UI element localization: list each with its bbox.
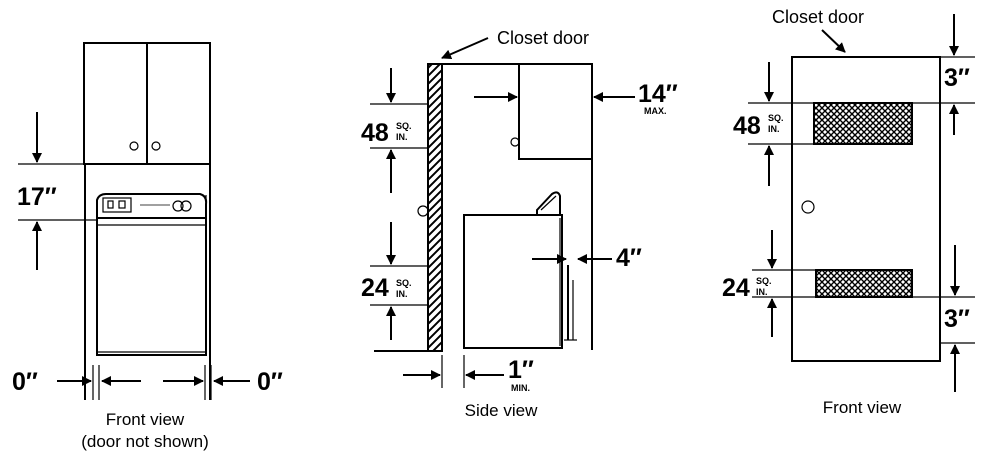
side-door-gap-label: 1″: [508, 356, 534, 384]
side-door-gap-note: MIN.: [511, 383, 530, 393]
front-view-17in-label: 17″: [17, 183, 57, 211]
door-top-margin-label: 3″: [944, 64, 970, 92]
door-vent-top-unit-2: IN.: [768, 124, 780, 134]
side-vent-top-unit-2: IN.: [396, 132, 408, 142]
front-view-caption-line2: (door not shown): [81, 432, 209, 451]
door-vent-top-unit-1: SQ.: [768, 113, 784, 123]
front-view-caption-line1: Front view: [106, 410, 185, 429]
door-vent-bottom-value: 24: [722, 274, 750, 302]
front-view-left-gap-label: 0″: [12, 368, 38, 396]
lower-louver: [815, 269, 913, 298]
door-view-closet-door-label: Closet door: [772, 7, 864, 27]
side-cabinet-depth-label: 14″: [638, 80, 678, 108]
side-vent-top-unit-1: SQ.: [396, 121, 412, 131]
door-knob: [801, 200, 815, 214]
side-view-caption: Side view: [465, 401, 538, 420]
closet-door-panel: [791, 56, 941, 362]
door-bottom-margin-label: 3″: [944, 305, 970, 333]
side-vent-bottom-unit-1: SQ.: [396, 278, 412, 288]
side-vent-bottom-value: 24: [361, 274, 389, 302]
door-view-caption: Front view: [823, 398, 902, 417]
cabinet-knob: [151, 141, 161, 151]
upper-louver: [813, 102, 913, 145]
side-view-closet-door-label: Closet door: [497, 28, 589, 48]
side-vent-bottom-unit-2: IN.: [396, 289, 408, 299]
washer-front: [96, 193, 208, 356]
closet-door-section: [427, 63, 443, 352]
door-vent-top-value: 48: [733, 112, 761, 140]
side-cabinet: [518, 63, 593, 160]
front-view-closet: 17″ 0″ 0″ Front view (door not shown): [12, 42, 283, 451]
side-vent-top-value: 48: [361, 119, 389, 147]
side-view: Closet door 48 SQ. IN. 24 SQ. IN. 14″ MA…: [361, 28, 678, 420]
side-cabinet-depth-note: MAX.: [644, 106, 667, 116]
door-front-view: Closet door 3″ 48 SQ. IN. 24 SQ. IN. 3″ …: [722, 7, 975, 417]
front-view-right-gap-label: 0″: [257, 368, 283, 396]
cabinet-knob: [129, 141, 139, 151]
door-vent-bottom-unit-1: SQ.: [756, 276, 772, 286]
side-back-gap-label: 4″: [616, 244, 642, 272]
door-knob: [417, 205, 429, 217]
washer-side: [463, 191, 577, 349]
door-vent-bottom-unit-2: IN.: [756, 287, 768, 297]
